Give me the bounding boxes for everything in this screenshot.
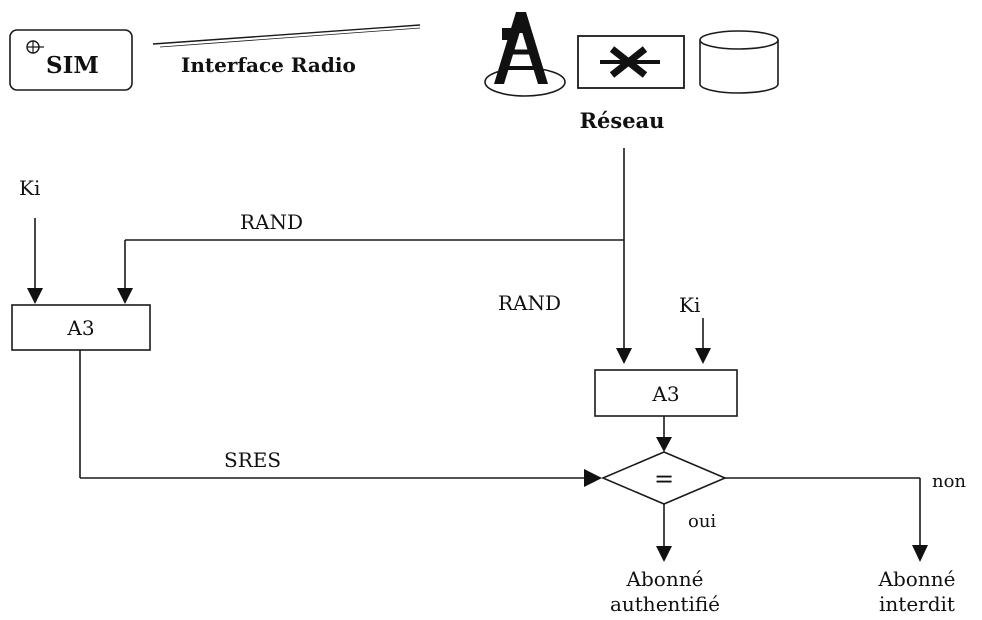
antenna-tower-icon [484, 12, 566, 97]
non-branch-arrowhead [912, 545, 928, 562]
sres-arrowhead [584, 469, 602, 487]
sim-chip-icon [26, 40, 44, 54]
interface-radio-label: Interface Radio [181, 53, 356, 77]
non-label: non [932, 471, 966, 492]
connectors [27, 148, 928, 562]
radio-link-line [152, 24, 421, 45]
ki-to-mobile-a3-arrowhead [27, 288, 43, 304]
ki-label-mobile: Ki [19, 176, 40, 200]
sres-label: SRES [224, 448, 281, 472]
rand-to-mobile-a3-arrowhead [117, 288, 133, 304]
rand-label-mobile: RAND [240, 210, 303, 234]
comparator-diamond [600, 451, 728, 505]
oui-label: oui [688, 511, 716, 532]
a3-block-mobile: A3 [11, 304, 151, 351]
reseau-label: Réseau [580, 108, 665, 133]
outcome-forbidden: Abonné interdit [878, 567, 956, 616]
rand-label-network: RAND [498, 291, 561, 315]
sim-label: SIM [46, 52, 99, 79]
ki-to-network-a3-arrowhead [695, 348, 711, 364]
outcome-forbidden-line1: Abonné [878, 567, 956, 591]
radio-interface: Interface Radio [152, 24, 421, 77]
radio-link-line-shadow [159, 27, 421, 48]
ki-label-network: Ki [679, 293, 700, 317]
sim-card-outline [9, 29, 133, 91]
a3-box-mobile [11, 304, 151, 351]
oui-branch-arrowhead [656, 546, 672, 562]
a3-box-network [594, 369, 738, 417]
outcome-authenticated: Abonné authentifié [610, 567, 720, 616]
a3-block-network: A3 [594, 369, 738, 417]
network-equipment: Réseau [484, 12, 779, 133]
outcome-forbidden-line2: interdit [879, 592, 955, 616]
a3-label-network: A3 [651, 382, 679, 406]
database-icon [699, 30, 779, 94]
switch-box-icon [577, 35, 685, 89]
a3-label-mobile: A3 [66, 316, 94, 340]
a3-to-compare-arrowhead [656, 437, 672, 452]
network-to-a3-arrowhead [616, 348, 632, 364]
comparator: = [600, 451, 728, 505]
comparator-symbol: = [654, 465, 674, 493]
sim-card: SIM [9, 29, 133, 91]
outcome-authenticated-line1: Abonné [626, 567, 704, 591]
outcome-authenticated-line2: authentifié [610, 592, 720, 616]
